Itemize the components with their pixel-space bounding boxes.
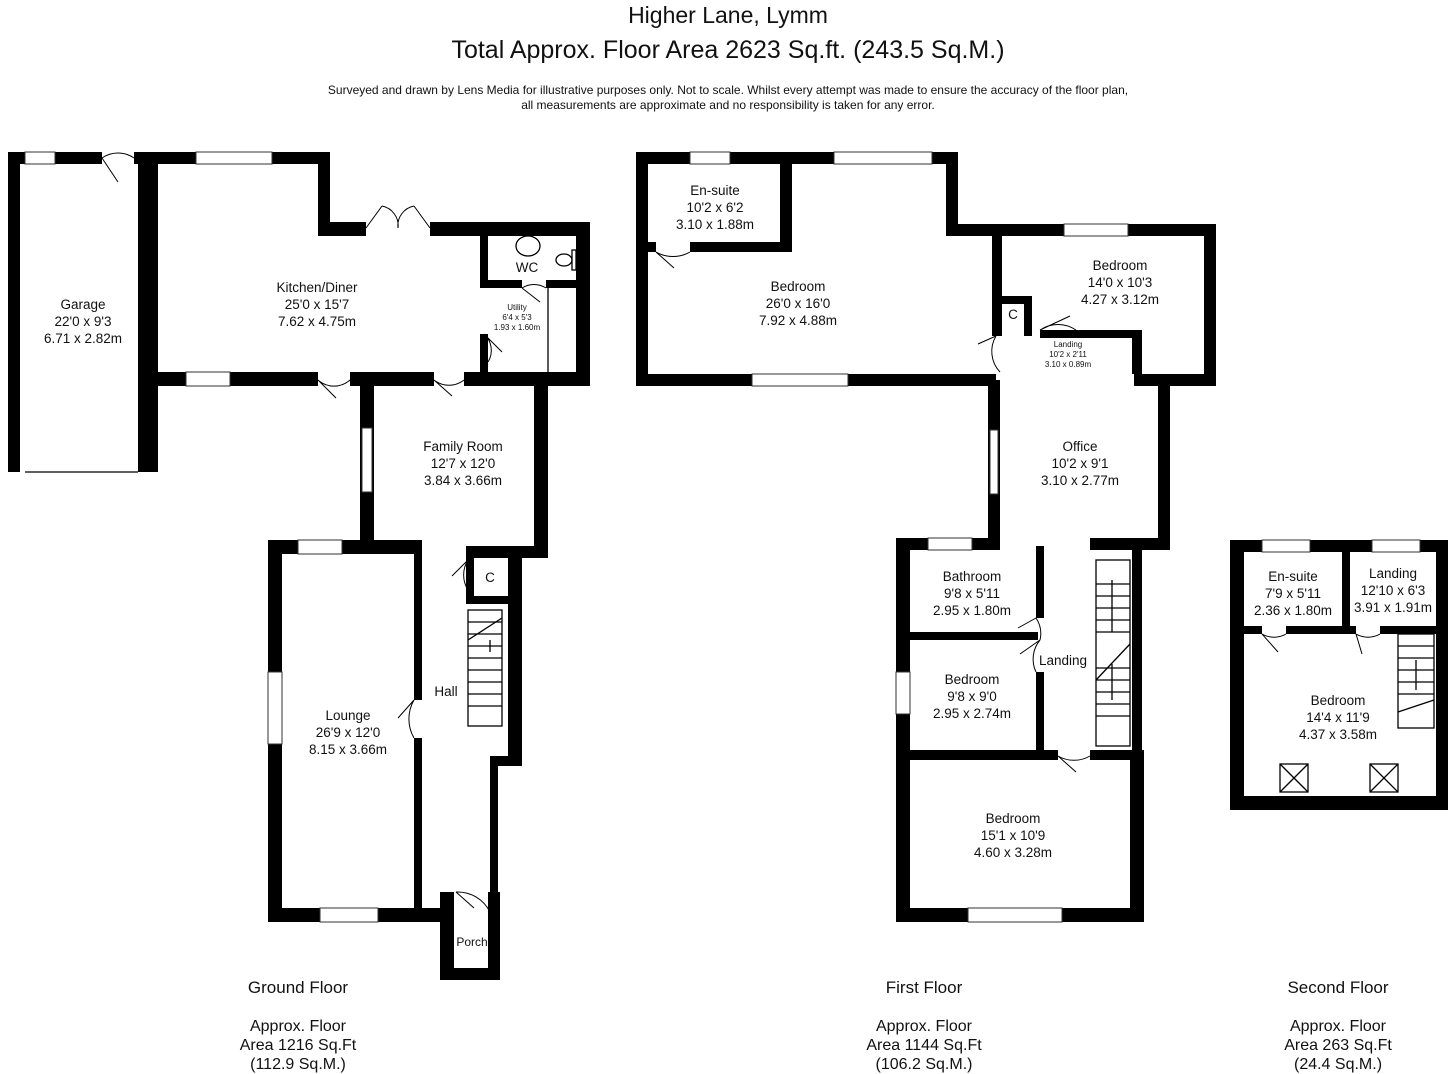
utility-metric: 1.93 x 1.60m xyxy=(494,323,541,332)
ground-floor-caption: Ground Floor Approx. Floor Area 1216 Sq.… xyxy=(198,978,398,1074)
ground-floor-plan xyxy=(8,151,590,980)
floor-area-line-1: Approx. Floor xyxy=(1289,1018,1387,1035)
room-labels: Garage 22'0 x 9'3 6.71 x 2.82m Kitchen/D… xyxy=(44,183,1432,949)
landing-second-metric: 3.91 x 1.91m xyxy=(1354,600,1432,615)
family-room-name: Family Room xyxy=(423,439,503,454)
address-title: Higher Lane, Lymm xyxy=(628,2,828,28)
ensuite1-imperial: 10'2 x 6'2 xyxy=(687,200,744,215)
wc-name: WC xyxy=(516,260,539,275)
disclaimer-line-1: Surveyed and drawn by Lens Media for ill… xyxy=(327,83,1129,97)
landing-small-imperial: 10'2 x 2'11 xyxy=(1049,350,1087,359)
landing-small-metric: 3.10 x 0.89m xyxy=(1045,360,1092,369)
landing-second-imperial: 12'10 x 6'3 xyxy=(1361,583,1425,598)
landing-second-name: Landing xyxy=(1369,566,1417,581)
ensuite1-name: En-suite xyxy=(690,183,740,198)
ensuite2-name: En-suite xyxy=(1268,569,1318,584)
floor-name: Ground Floor xyxy=(247,978,349,997)
bedroom5-imperial: 14'4 x 11'9 xyxy=(1306,710,1369,725)
master-bedroom-name: Bedroom xyxy=(771,279,826,294)
disclaimer: Surveyed and drawn by Lens Media for ill… xyxy=(0,83,1456,113)
bedroom5-metric: 4.37 x 3.58m xyxy=(1299,727,1377,742)
office-metric: 3.10 x 2.77m xyxy=(1041,473,1119,488)
first-cupboard-label: C xyxy=(1008,307,1018,322)
hall-name: Hall xyxy=(434,684,457,699)
porch-name: Porch xyxy=(456,935,487,949)
second-floor-caption: Second Floor Approx. Floor Area 263 Sq.F… xyxy=(1238,978,1438,1074)
kitchen-metric: 7.62 x 4.75m xyxy=(278,314,356,329)
floor-area-line-1: Approx. Floor xyxy=(249,1018,347,1035)
floor-name: First Floor xyxy=(885,978,963,997)
bathroom-imperial: 9'8 x 5'11 xyxy=(944,586,1000,601)
master-bedroom-imperial: 26'0 x 16'0 xyxy=(766,296,830,311)
garage-metric: 6.71 x 2.82m xyxy=(44,331,122,346)
floor-area-line-3: (112.9 Sq.M.) xyxy=(250,1056,346,1073)
floor-area-line-2: Area 1216 Sq.Ft xyxy=(239,1037,357,1054)
floor-area-line-2: Area 263 Sq.Ft xyxy=(1284,1037,1392,1054)
first-floor-plan xyxy=(636,151,1216,923)
bedroom2-metric: 4.27 x 3.12m xyxy=(1081,292,1159,307)
bedroom3-name: Bedroom xyxy=(945,672,1000,687)
master-bedroom-metric: 7.92 x 4.88m xyxy=(759,313,837,328)
bathroom-name: Bathroom xyxy=(943,569,1002,584)
garage-imperial: 22'0 x 9'3 xyxy=(55,314,112,329)
family-room-imperial: 12'7 x 12'0 xyxy=(431,456,495,471)
bedroom4-metric: 4.60 x 3.28m xyxy=(974,845,1052,860)
bedroom4-imperial: 15'1 x 10'9 xyxy=(981,828,1045,843)
bedroom2-imperial: 14'0 x 10'3 xyxy=(1088,275,1152,290)
floor-area-line-3: (106.2 Sq.M.) xyxy=(875,1056,973,1073)
family-room-metric: 3.84 x 3.66m xyxy=(424,473,502,488)
lounge-metric: 8.15 x 3.66m xyxy=(309,742,387,757)
floor-area-line-3: (24.4 Sq.M.) xyxy=(1293,1056,1383,1073)
bathroom-metric: 2.95 x 1.80m xyxy=(933,603,1011,618)
kitchen-imperial: 25'0 x 15'7 xyxy=(285,297,349,312)
bedroom3-imperial: 9'8 x 9'0 xyxy=(947,689,996,704)
ground-cupboard-label: C xyxy=(485,570,495,585)
first-floor-caption: First Floor Approx. Floor Area 1144 Sq.F… xyxy=(824,978,1024,1074)
utility-name: Utility xyxy=(507,303,527,312)
ensuite2-metric: 2.36 x 1.80m xyxy=(1254,603,1332,618)
office-imperial: 10'2 x 9'1 xyxy=(1052,456,1109,471)
bedroom5-name: Bedroom xyxy=(1311,693,1366,708)
landing-first-name: Landing xyxy=(1039,653,1087,668)
ensuite1-metric: 3.10 x 1.88m xyxy=(676,217,754,232)
bedroom2-name: Bedroom xyxy=(1093,258,1148,273)
landing-small-name: Landing xyxy=(1054,340,1082,349)
garage-name: Garage xyxy=(60,297,105,312)
disclaimer-line-2: all measurements are approximate and no … xyxy=(521,98,935,112)
utility-imperial: 6'4 x 5'3 xyxy=(502,313,532,322)
second-floor-plan xyxy=(1230,539,1448,810)
kitchen-name: Kitchen/Diner xyxy=(276,280,358,295)
bedroom4-name: Bedroom xyxy=(986,811,1041,826)
floor-area-line-2: Area 1144 Sq.Ft xyxy=(866,1037,982,1054)
floor-name: Second Floor xyxy=(1287,978,1389,997)
total-area-title: Total Approx. Floor Area 2623 Sq.ft. (24… xyxy=(451,36,1005,64)
office-name: Office xyxy=(1062,439,1097,454)
floor-area-line-1: Approx. Floor xyxy=(875,1018,973,1035)
ensuite2-imperial: 7'9 x 5'11 xyxy=(1265,586,1321,601)
lounge-imperial: 26'9 x 12'0 xyxy=(316,725,380,740)
bedroom3-metric: 2.95 x 2.74m xyxy=(933,706,1011,721)
lounge-name: Lounge xyxy=(325,708,370,723)
